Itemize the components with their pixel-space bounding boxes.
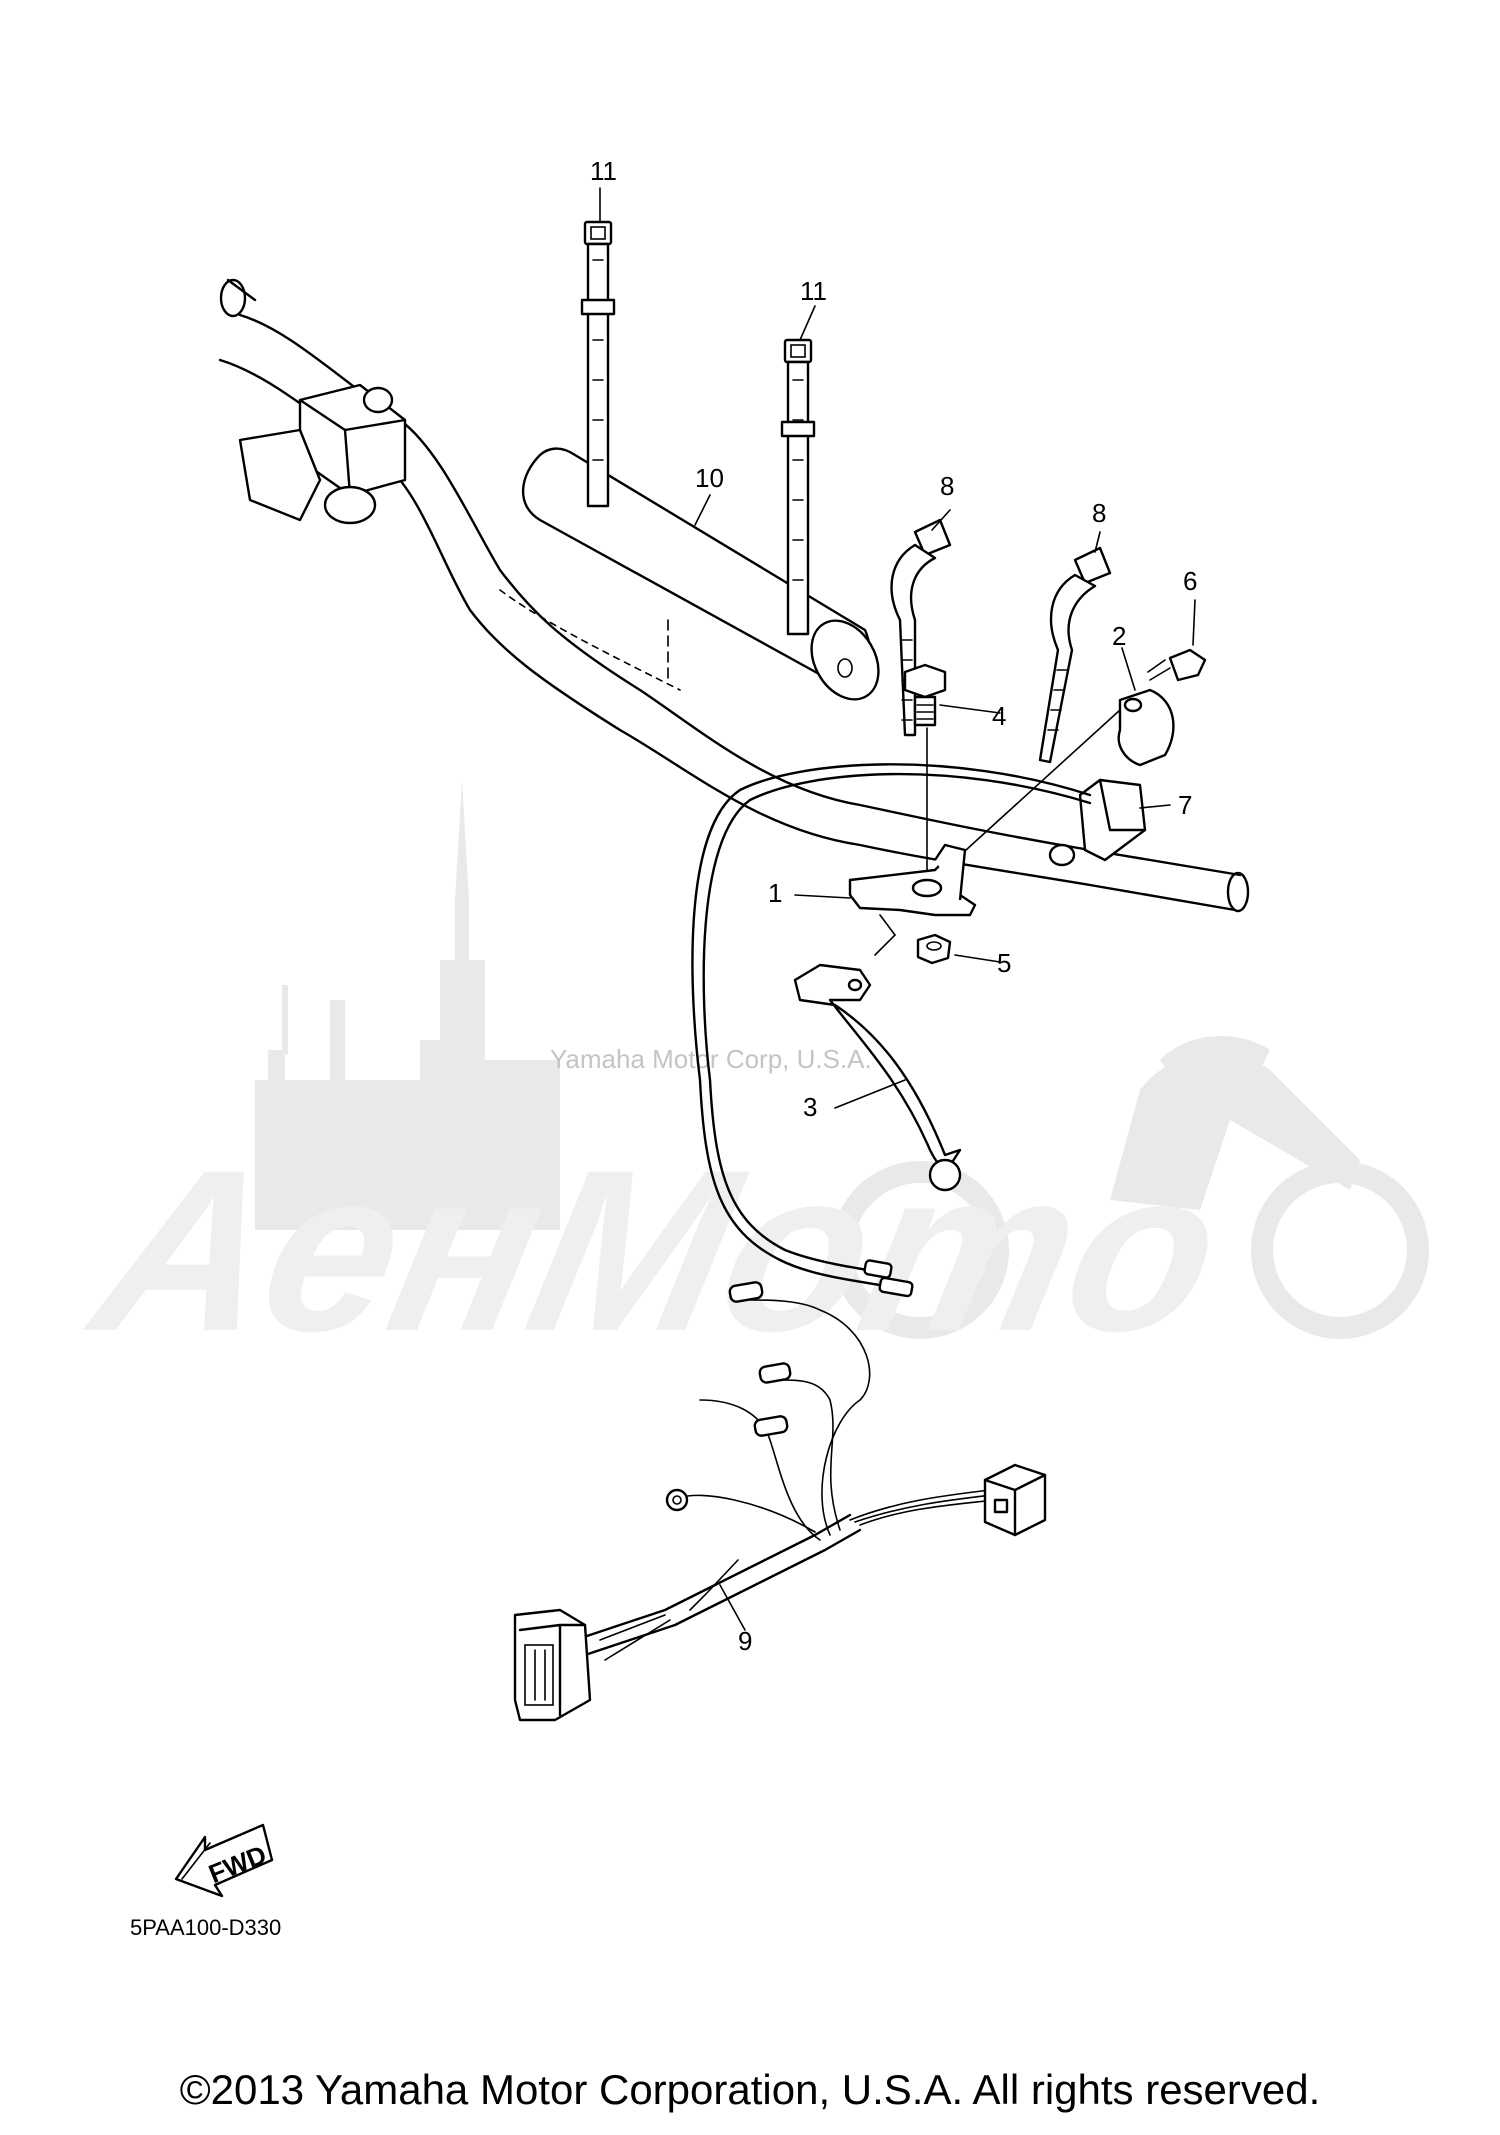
callout-7: 7 [1178, 790, 1192, 820]
callout-6: 6 [1183, 566, 1197, 596]
screw [1147, 648, 1207, 682]
holder-cap [954, 688, 1175, 861]
callout-9: 9 [738, 1626, 752, 1656]
handlebar-pad [521, 447, 880, 701]
lever [793, 934, 962, 1192]
callout-2: 2 [1112, 621, 1126, 651]
bolt [903, 663, 947, 876]
watermark-flagpole [282, 985, 288, 1055]
callout-8: 8 [940, 471, 954, 501]
cable-tie-right [1038, 546, 1112, 764]
callout-8: 8 [1092, 498, 1106, 528]
band-left [580, 220, 616, 508]
callout-1: 1 [768, 878, 782, 908]
wire-harness [513, 1281, 1047, 1722]
leader-lines [599, 187, 1196, 1631]
callout-5: 5 [997, 948, 1011, 978]
master-cylinder [238, 383, 407, 525]
callout-10: 10 [695, 463, 724, 493]
callouts: 11 11 10 8 8 6 2 4 7 1 5 3 9 [590, 156, 1197, 1656]
watermark-logo: AeнMoтo [72, 1122, 1242, 1379]
watermark-skyline [255, 780, 560, 1230]
nut [916, 933, 952, 965]
watermark-text: Yamaha Motor Corp, U.S.A. [550, 1044, 872, 1074]
cable-tie-left [890, 518, 952, 737]
watermark: AeнMoтo Yamaha Motor Corp, U.S.A. [72, 780, 1429, 1379]
band-right [780, 338, 816, 636]
switch [1048, 778, 1147, 867]
drawing-code: 5PAA100-D330 [130, 1915, 281, 1940]
callout-11: 11 [800, 276, 827, 306]
switch-cable [691, 763, 1092, 1298]
lever-holder [848, 843, 977, 936]
callout-4: 4 [992, 701, 1006, 731]
copyright-notice: ©2013 Yamaha Motor Corporation, U.S.A. A… [179, 2066, 1321, 2113]
callout-3: 3 [803, 1092, 817, 1122]
callout-11: 11 [590, 156, 617, 186]
fwd-arrow-icon: FWD [174, 1823, 274, 1898]
watermark-motorcycle [831, 1036, 1429, 1339]
